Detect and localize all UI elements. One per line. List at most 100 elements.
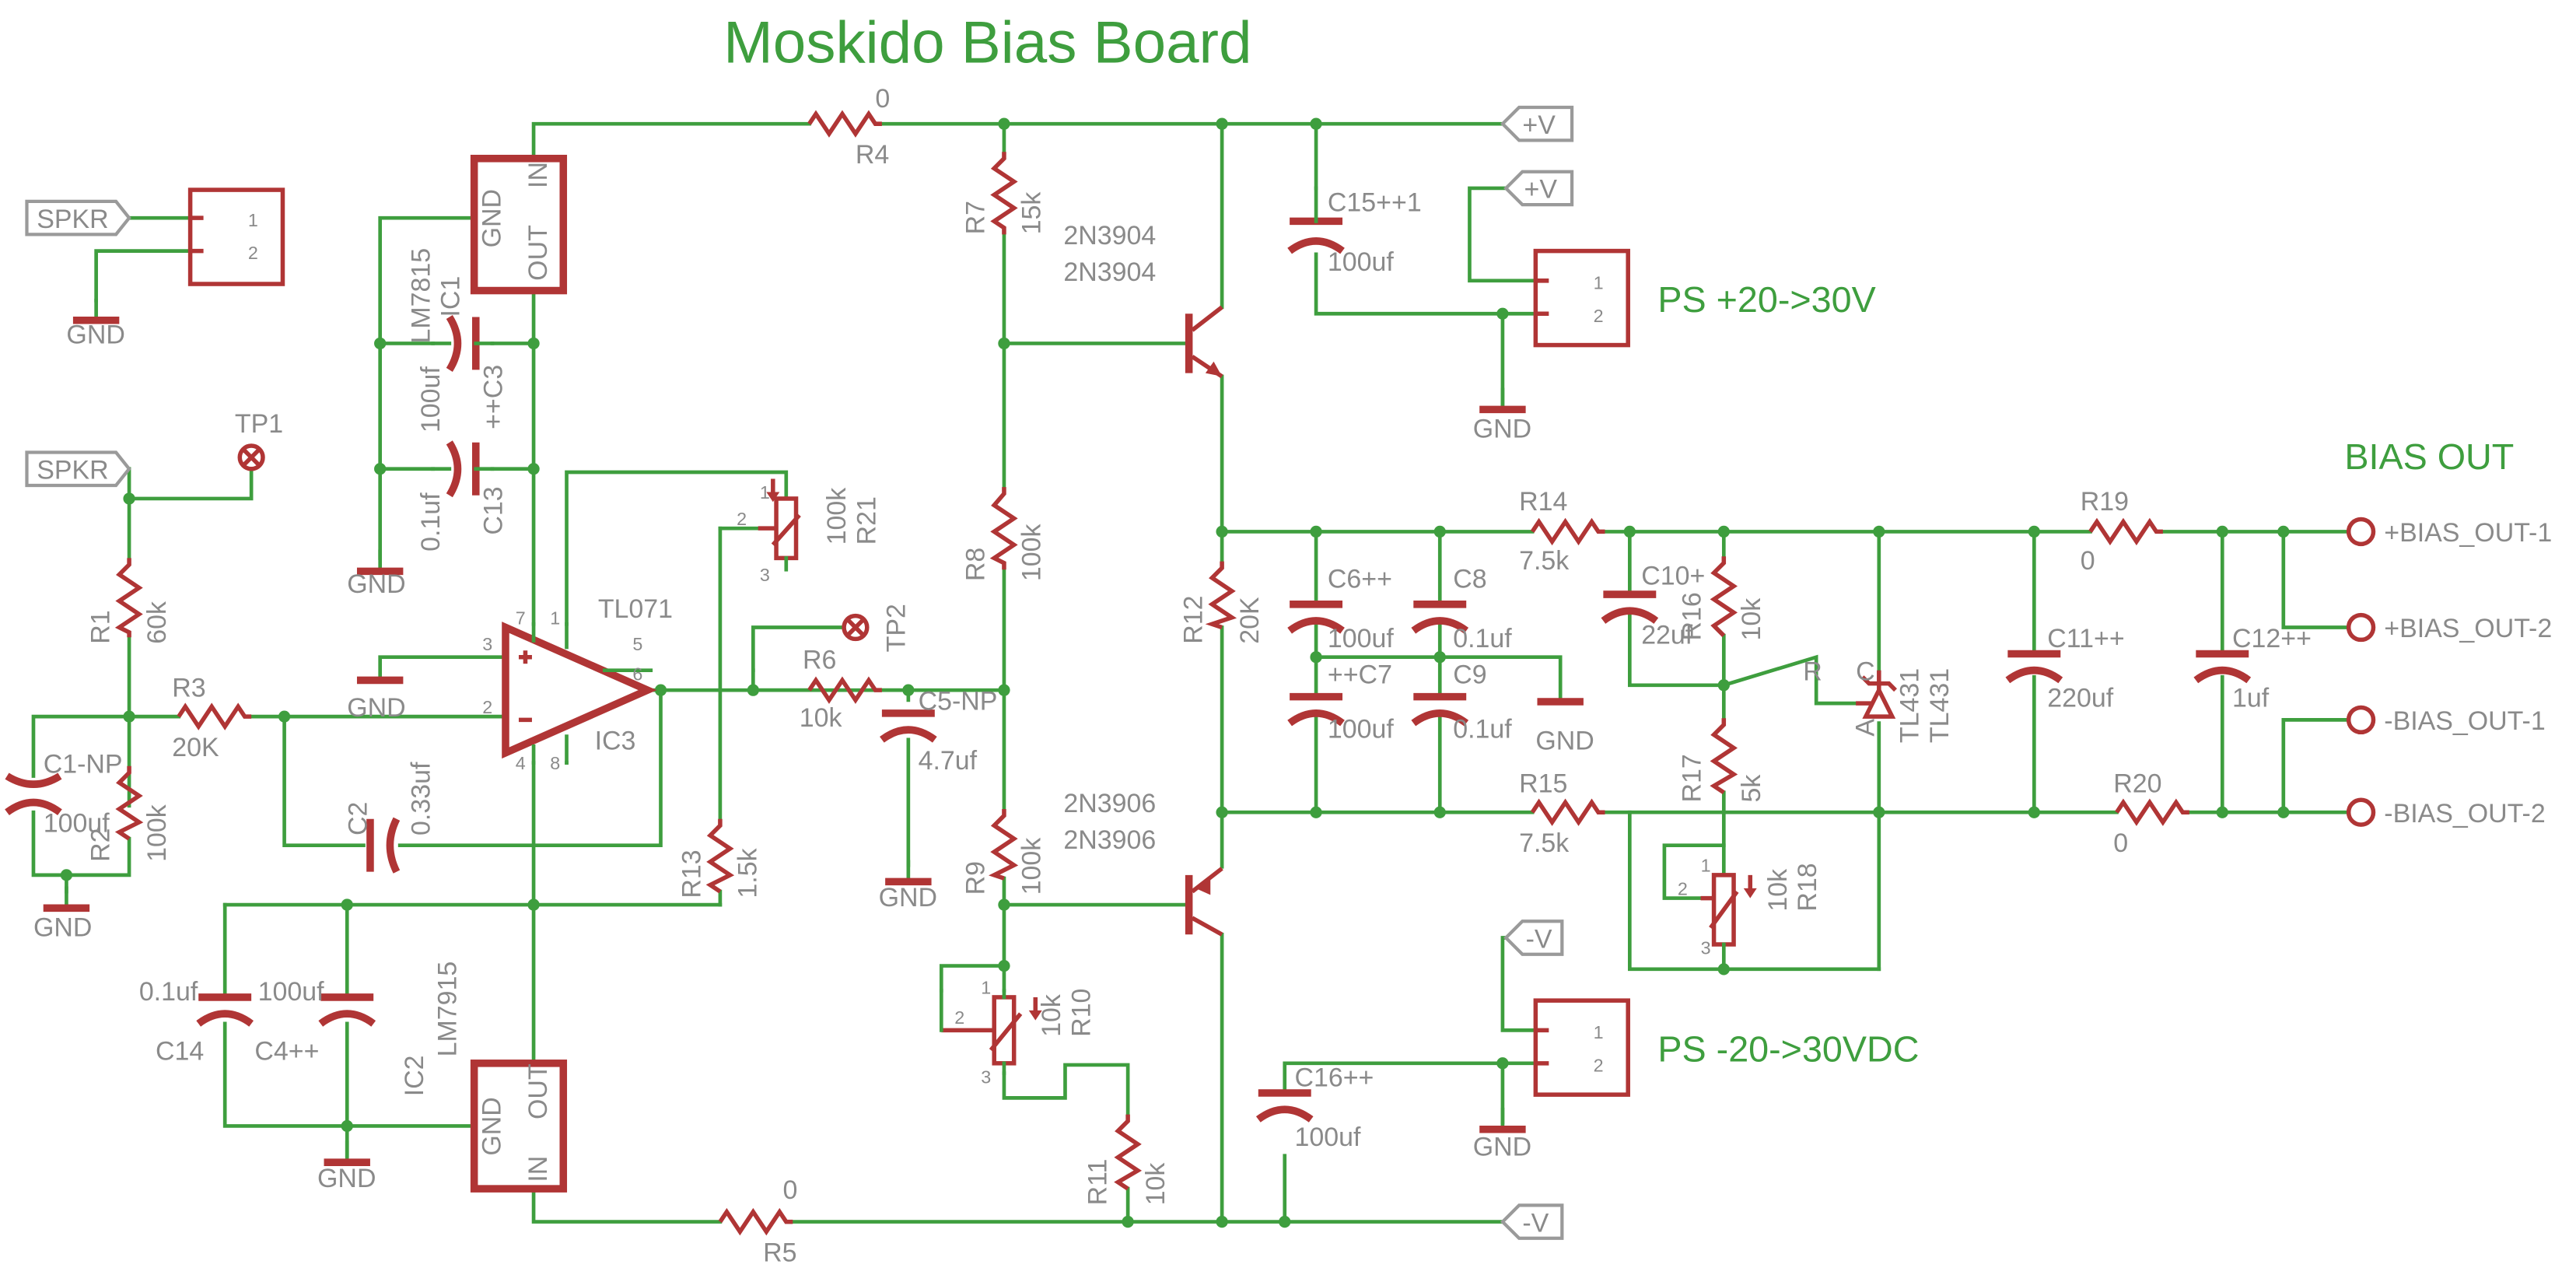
svg-text:7.5k: 7.5k <box>1519 828 1570 858</box>
svg-text:R18: R18 <box>1793 863 1822 911</box>
svg-text:C13: C13 <box>479 486 509 534</box>
svg-text:7.5k: 7.5k <box>1519 546 1570 576</box>
svg-text:0.1uf: 0.1uf <box>1453 715 1512 744</box>
resistor-r8: R8 100k <box>961 487 1047 581</box>
svg-text:TP2: TP2 <box>882 604 912 652</box>
svg-text:1: 1 <box>1594 1022 1604 1042</box>
svg-text:0.1uf: 0.1uf <box>1453 624 1512 653</box>
svg-text:-BIAS_OUT-1: -BIAS_OUT-1 <box>2384 706 2545 736</box>
svg-text:R11: R11 <box>1083 1159 1113 1206</box>
resistor-r15: R15 7.5k <box>1519 769 1605 858</box>
svg-text:C8: C8 <box>1453 565 1486 594</box>
svg-text:C10+: C10+ <box>1641 561 1705 590</box>
capacitor-c9: C9 0.1uf <box>1411 660 1512 744</box>
resistor-r3: R3 20K <box>172 674 252 762</box>
svg-text:R20: R20 <box>2113 769 2161 799</box>
svg-text:R21: R21 <box>852 496 881 545</box>
svg-text:0: 0 <box>783 1175 798 1205</box>
svg-text:IN: IN <box>523 162 553 188</box>
svg-text:R4: R4 <box>856 140 889 170</box>
svg-text:3: 3 <box>760 565 770 585</box>
capacitor-c13: 0.1uf C13 <box>416 440 509 552</box>
svg-text:6: 6 <box>632 664 642 684</box>
capacitor-c14: 0.1uf C14 <box>139 977 254 1067</box>
svg-text:A: A <box>1850 719 1880 737</box>
svg-text:R2: R2 <box>86 828 116 862</box>
capacitor-c8: C8 0.1uf <box>1411 565 1512 653</box>
svg-text:GND: GND <box>317 1164 376 1193</box>
svg-text:R7: R7 <box>961 201 990 234</box>
svg-text:4.7uf: 4.7uf <box>919 746 978 776</box>
svg-text:4: 4 <box>516 753 526 773</box>
svg-text:R13: R13 <box>677 849 706 898</box>
svg-text:SPKR: SPKR <box>37 455 108 485</box>
net-label-vminus-2: -V <box>1500 1203 1564 1240</box>
svg-text:+V: +V <box>1524 175 1558 205</box>
svg-text:100uf: 100uf <box>416 366 446 433</box>
svg-text:R10: R10 <box>1066 989 1096 1037</box>
resistor-r7: R7 15k <box>961 152 1047 234</box>
svg-text:100uf: 100uf <box>1328 715 1394 744</box>
net-label-vplus-2: +V <box>1503 170 1574 207</box>
svg-text:2N3904: 2N3904 <box>1063 257 1156 287</box>
svg-text:GND: GND <box>33 912 92 942</box>
svg-text:2N3906: 2N3906 <box>1063 825 1156 855</box>
gnd-symbol: GND <box>1535 698 1594 756</box>
test-point-tp2: TP2 <box>842 604 912 652</box>
svg-text:LM7915: LM7915 <box>432 962 462 1057</box>
svg-text:C1-NP: C1-NP <box>44 749 123 779</box>
svg-text:GND: GND <box>1473 1133 1531 1162</box>
svg-text:R15: R15 <box>1519 769 1567 799</box>
capacitor-c1: C1-NP 100uf <box>5 749 123 839</box>
gnd-symbol: GND <box>66 300 125 349</box>
svg-text:1uf: 1uf <box>2232 683 2270 713</box>
svg-text:R: R <box>1803 657 1822 686</box>
svg-text:IC3: IC3 <box>595 727 636 756</box>
gnd-symbol: GND <box>347 552 405 599</box>
net-label-vminus-1: -V <box>1503 919 1564 956</box>
svg-text:+BIAS_OUT-2: +BIAS_OUT-2 <box>2384 614 2552 643</box>
capacitor-c4: 100uf C4++ <box>254 977 376 1067</box>
annotation-ps-negative: PS -20->30VDC <box>1657 1029 1919 1070</box>
svg-text:C9: C9 <box>1453 660 1486 690</box>
svg-text:GND: GND <box>478 1097 507 1155</box>
svg-text:100uf: 100uf <box>258 977 324 1007</box>
svg-text:1: 1 <box>1701 856 1711 876</box>
svg-text:100uf: 100uf <box>1294 1123 1360 1152</box>
svg-text:2N3906: 2N3906 <box>1063 789 1156 818</box>
svg-text:0: 0 <box>2081 546 2095 576</box>
svg-text:3: 3 <box>1701 938 1711 958</box>
net-label-vplus-1: +V <box>1500 105 1574 142</box>
capacitor-c3: 100uf ++C3 <box>416 314 509 433</box>
capacitor-c11: C11++ 220uf <box>2005 624 2125 713</box>
net-label-spkr-1: SPKR <box>25 199 131 236</box>
connector-ps-negative: 1 2 <box>1533 998 1630 1097</box>
capacitor-c10: C10+ 22uf <box>1601 561 1705 650</box>
resistor-r16: R16 10k <box>1678 556 1766 640</box>
svg-text:C15++1: C15++1 <box>1328 188 1422 218</box>
svg-text:2: 2 <box>737 509 747 529</box>
trimpot-r10: 1 2 3 10k R10 <box>939 978 1096 1087</box>
svg-text:7: 7 <box>516 608 526 628</box>
resistor-r6: R6 10k <box>800 646 882 733</box>
svg-text:0.1uf: 0.1uf <box>416 492 446 552</box>
svg-text:1: 1 <box>550 608 560 628</box>
svg-text:2: 2 <box>1678 878 1688 898</box>
svg-text:C: C <box>1856 657 1875 686</box>
resistor-r17: R17 5k <box>1678 718 1766 802</box>
svg-text:60k: 60k <box>142 601 172 644</box>
regulator-ic1: GND OUT IN IC1 LM7815 <box>406 154 568 343</box>
svg-text:GND: GND <box>1473 414 1531 443</box>
svg-text:100k: 100k <box>1017 837 1047 895</box>
svg-text:R14: R14 <box>1519 487 1567 517</box>
svg-text:100uf: 100uf <box>44 809 110 839</box>
svg-text:10k: 10k <box>1737 597 1766 641</box>
svg-text:C16++: C16++ <box>1294 1063 1374 1093</box>
svg-text:100uf: 100uf <box>1328 247 1394 277</box>
svg-text:R5: R5 <box>763 1238 796 1268</box>
svg-text:+V: +V <box>1522 110 1556 140</box>
svg-text:3: 3 <box>482 634 492 654</box>
resistor-r11: R11 10k <box>1083 1114 1171 1206</box>
svg-text:1.5k: 1.5k <box>733 847 763 898</box>
gnd-symbol: GND <box>317 1143 376 1193</box>
